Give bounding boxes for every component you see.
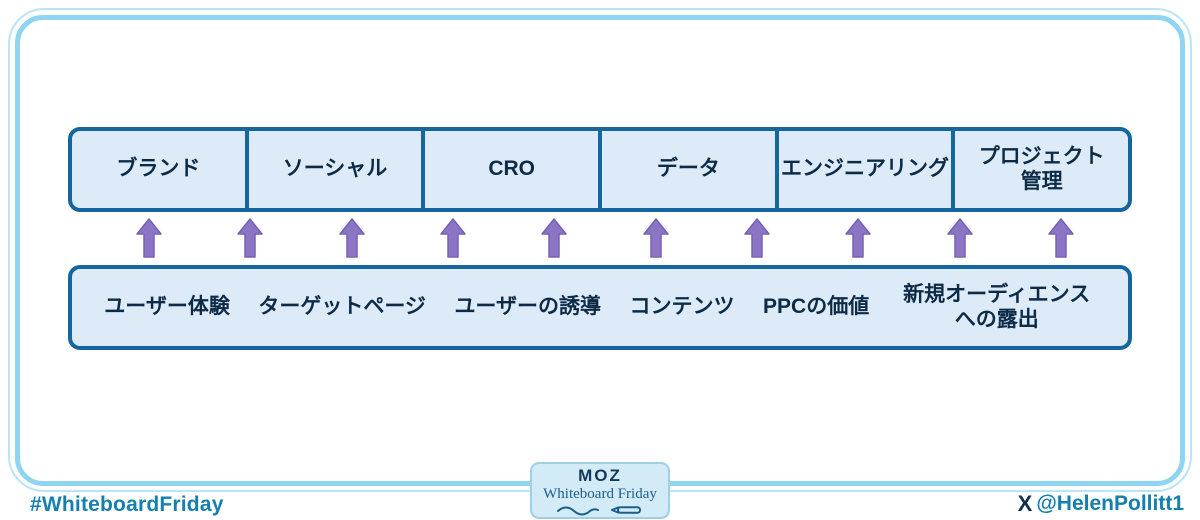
team-box-data: データ: [602, 131, 779, 208]
team-box-project-management: プロジェクト管理: [955, 131, 1128, 208]
marker-squiggle-icon: [557, 506, 641, 516]
team-label: エンジニアリング: [781, 157, 950, 181]
team-box-engineering: エンジニアリング: [779, 131, 956, 208]
team-label: データ: [656, 157, 720, 181]
benefit-label-content: コンテンツ: [629, 295, 735, 319]
up-arrow-icon: [237, 218, 264, 258]
up-arrow-icon: [744, 218, 770, 258]
up-arrow-icon: [136, 218, 162, 258]
benefit-label-new-audience-exposure: 新規オーディエンスへの露出: [903, 282, 1091, 331]
team-label: プロジェクト管理: [978, 144, 1105, 193]
team-label: CRO: [488, 157, 536, 181]
up-arrow-icon: [845, 218, 872, 258]
team-box-social: ソーシャル: [249, 131, 426, 208]
benefit-label-ppc-value: PPCの価値: [763, 295, 870, 319]
team-box-brand: ブランド: [72, 131, 249, 208]
team-box-cro: CRO: [425, 131, 603, 208]
author-handle-container: X @HelenPollitt1: [1018, 491, 1184, 517]
up-arrow-icon: [541, 218, 568, 258]
team-label: ブランド: [116, 157, 201, 181]
benefits-box: ユーザー体験 ターゲットページ ユーザーの誘導 コンテンツ PPCの価値 新規オ…: [68, 265, 1132, 350]
whiteboard-friday-label: Whiteboard Friday: [543, 486, 657, 502]
up-arrow-icon: [946, 218, 973, 258]
benefit-label-target-pages: ターゲットページ: [258, 295, 426, 319]
moz-logo: MOZ: [578, 466, 622, 485]
up-arrow-icon: [440, 218, 466, 258]
x-logo-icon: X: [1017, 491, 1033, 516]
up-arrows-row: [135, 216, 1075, 260]
author-handle: @HelenPollitt1: [1036, 492, 1184, 515]
benefit-label-user-guidance: ユーザーの誘導: [454, 295, 602, 319]
team-label: ソーシャル: [282, 157, 388, 181]
up-arrow-icon: [1048, 218, 1074, 258]
benefit-label-user-experience: ユーザー体験: [104, 295, 230, 319]
moz-whiteboard-friday-badge: MOZ Whiteboard Friday: [530, 462, 670, 519]
up-arrow-icon: [338, 218, 365, 258]
teams-row: ブランド ソーシャル CRO データ エンジニアリング プロジェクト管理: [68, 127, 1132, 212]
whiteboard-friday-hashtag: #WhiteboardFriday: [30, 493, 224, 516]
up-arrow-icon: [642, 218, 669, 258]
